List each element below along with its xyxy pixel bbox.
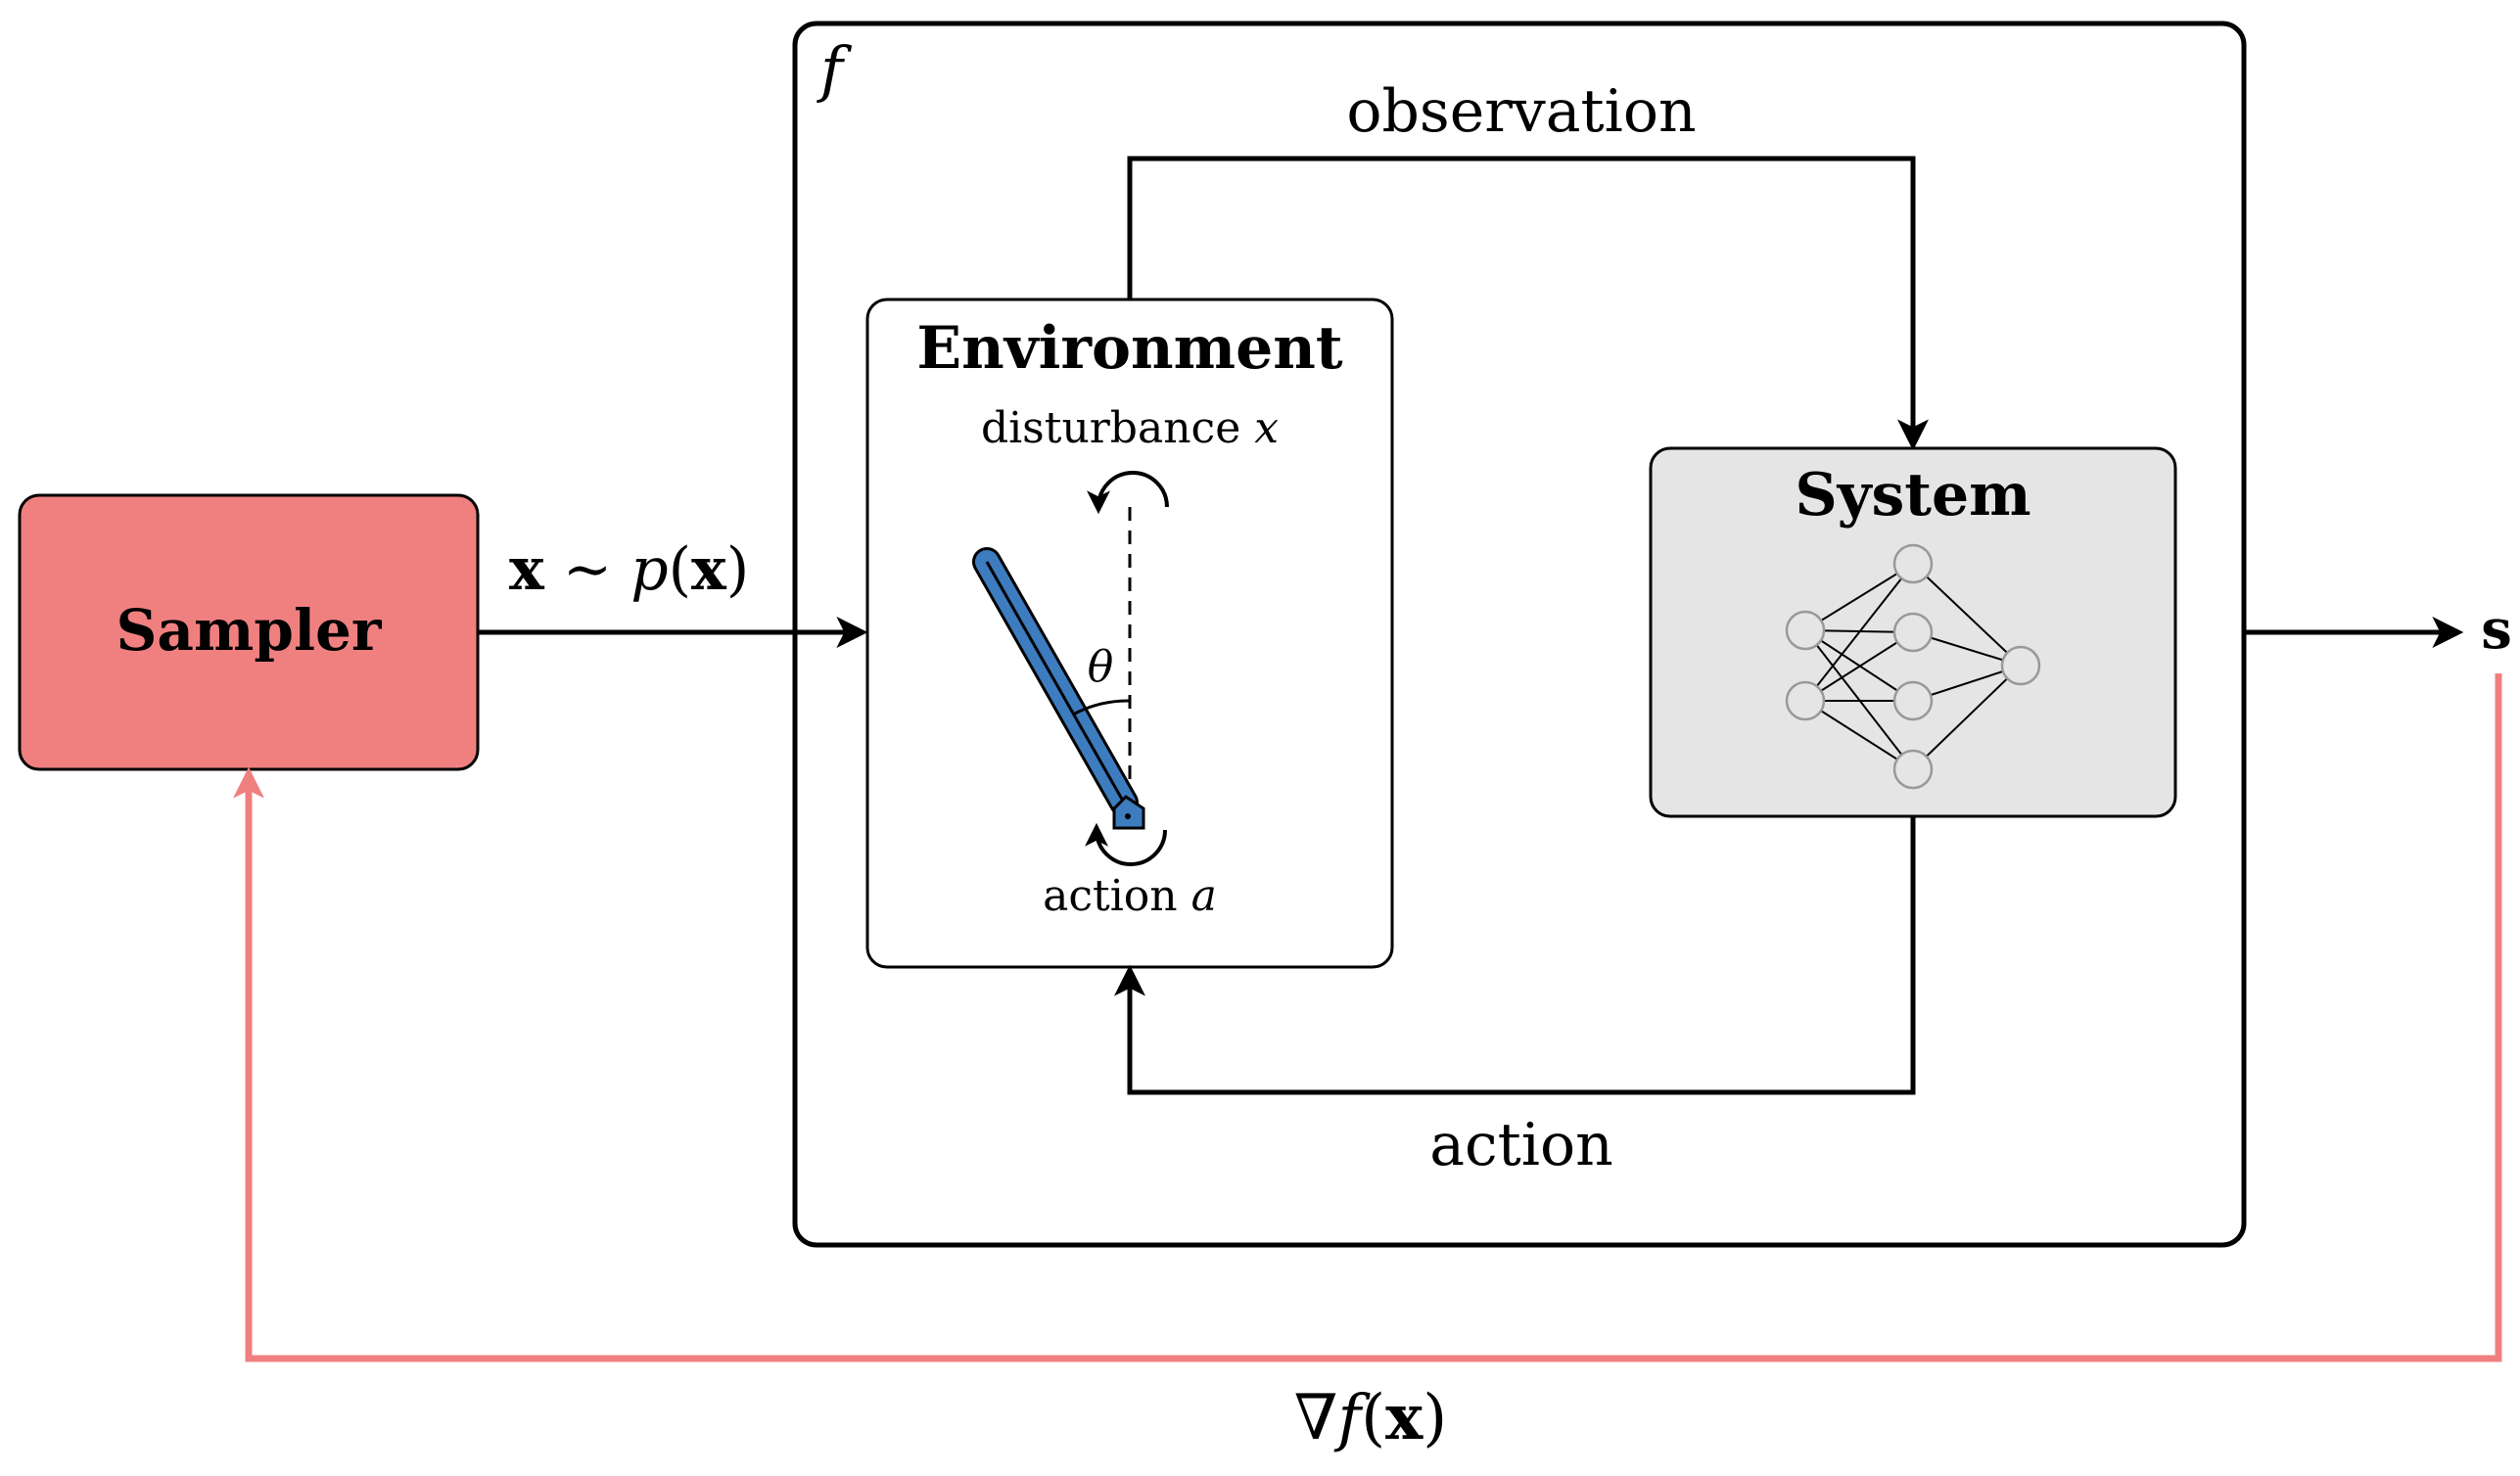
observation-arrow <box>1127 156 1929 451</box>
gradient-feedback-arrow <box>233 673 2502 1362</box>
nn-node <box>2000 645 2041 686</box>
action-arrow <box>1114 816 1916 1095</box>
input-label: x ∼ p(x) <box>509 535 749 604</box>
system-title: System <box>1795 461 2030 530</box>
nn-node <box>1892 543 1934 584</box>
angle-label: θ <box>1088 642 1114 692</box>
sampler-title: Sampler <box>117 597 383 664</box>
disturbance-label: disturbance x <box>981 403 1279 453</box>
disturbance-rotation-icon <box>1087 471 1169 515</box>
nn-node <box>1892 680 1934 721</box>
nn-node <box>1892 749 1934 790</box>
nn-node <box>1892 612 1934 653</box>
action-a-label: action a <box>1043 871 1217 921</box>
action-label: action <box>1429 1111 1612 1179</box>
observation-label: observation <box>1346 77 1696 146</box>
frame-label: f <box>817 33 853 105</box>
neural-network-icon <box>1785 543 2041 790</box>
environment-title: Environment <box>916 314 1343 383</box>
angle-arc <box>1072 699 1131 716</box>
action-rotation-icon <box>1085 822 1167 866</box>
cartpole-icon <box>972 547 1145 830</box>
nn-node <box>1785 680 1826 721</box>
nn-node <box>1785 610 1826 651</box>
output-label: s <box>2481 597 2512 662</box>
gradient-label: ∇f(x) <box>1294 1381 1447 1454</box>
